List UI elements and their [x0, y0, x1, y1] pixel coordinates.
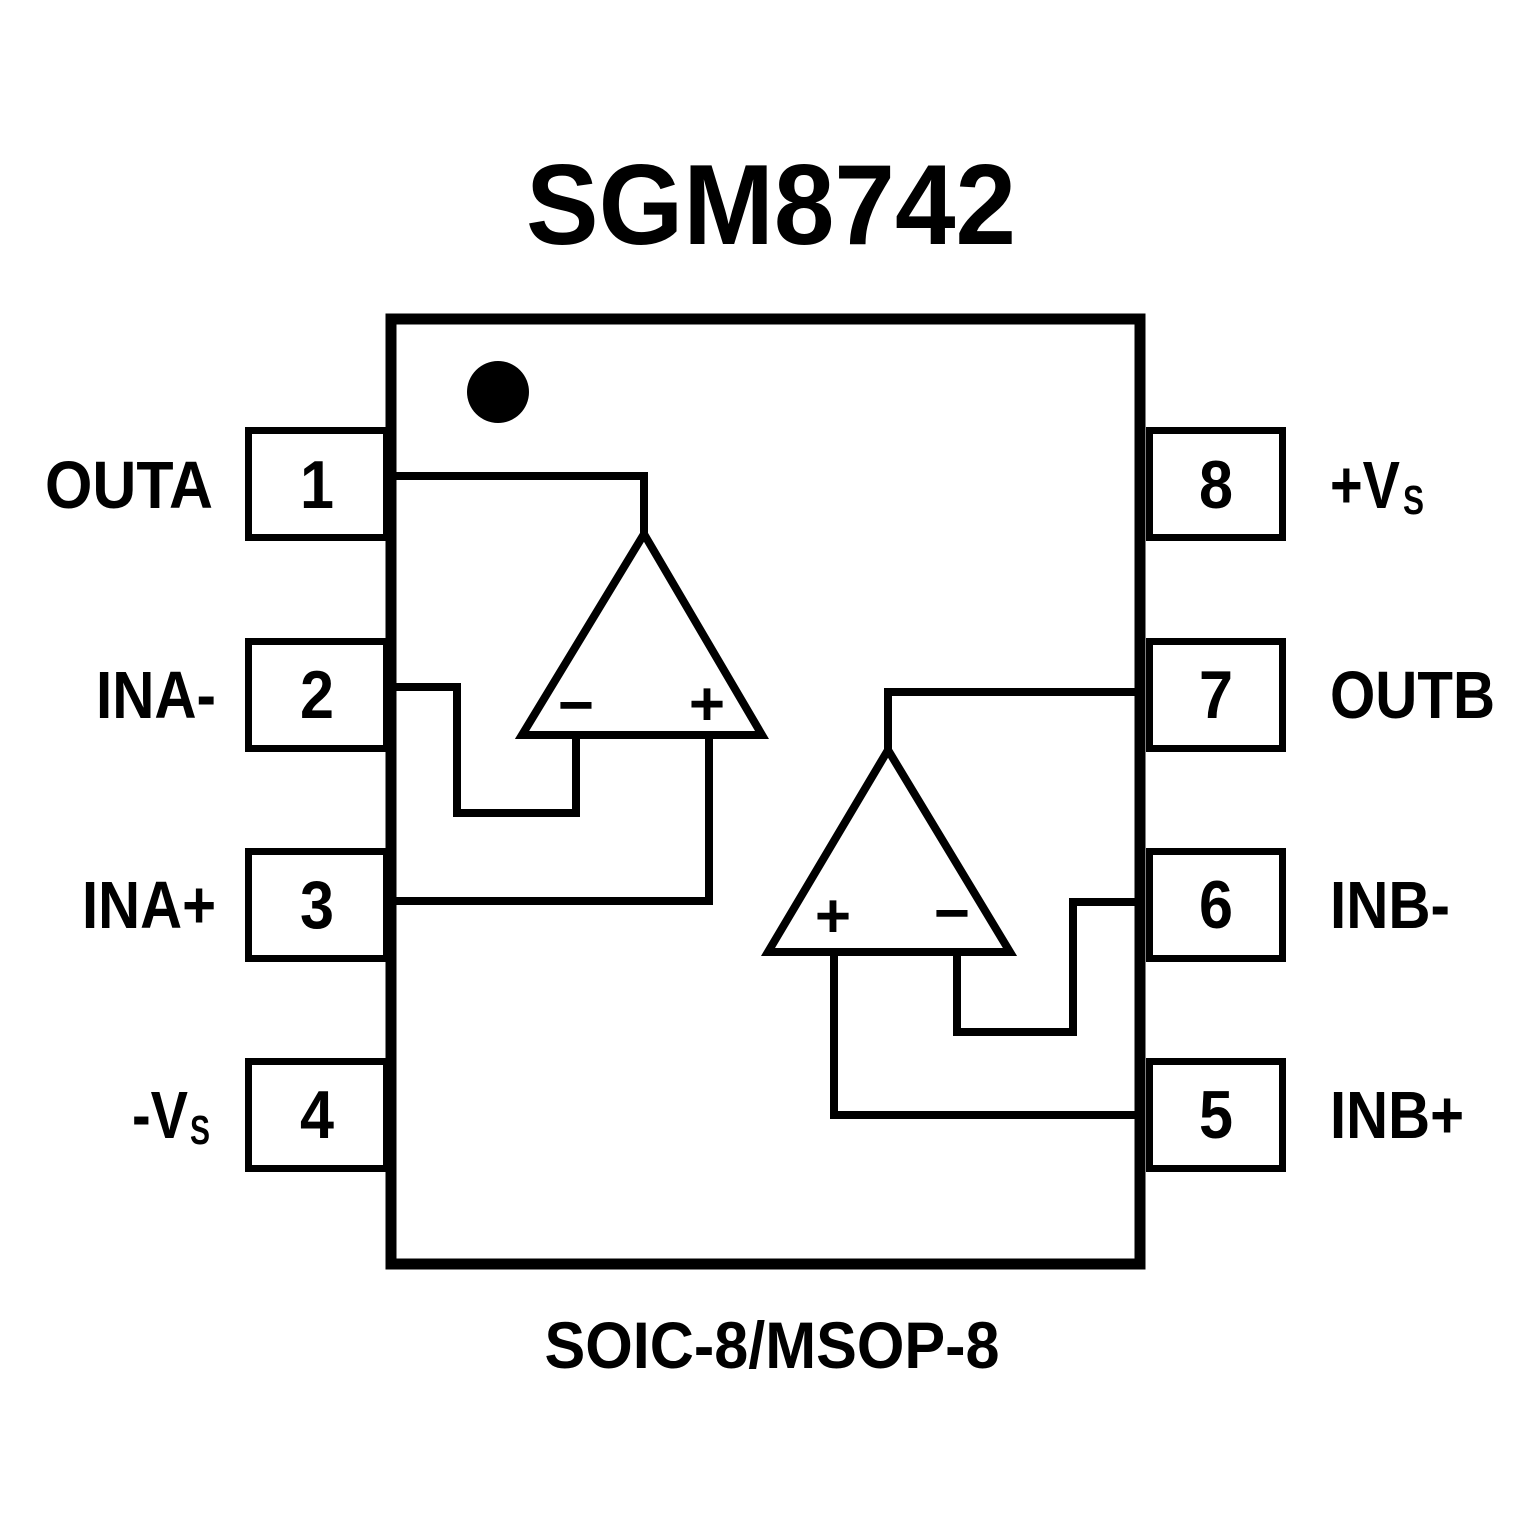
- pin-label-neg-vs: -V: [132, 1078, 188, 1153]
- pin-label-pos-vs: +V: [1330, 448, 1400, 523]
- wire-opamp-a-output-pin1: [392, 472, 648, 540]
- pin-label-pos-vs-subscript: S: [1403, 477, 1424, 523]
- pin-box-3: [245, 848, 390, 962]
- pin-label-outb: OUTB: [1330, 658, 1495, 733]
- opamp-b-plus-sign: +: [815, 882, 851, 951]
- pin-label-inb-minus: INB-: [1330, 868, 1450, 943]
- pin-number-4: 4: [300, 1077, 334, 1153]
- opamp-a-triangle: [514, 526, 769, 739]
- pin-number-1: 1: [300, 447, 334, 523]
- pin-box-6: [1146, 848, 1286, 962]
- wire-opamp-b-output-pin7: [884, 688, 1145, 756]
- wire-opamp-b-noninverting-pin5: [830, 950, 1145, 1119]
- pin-label-ina-plus: INA+: [82, 868, 216, 943]
- pin-number-8: 8: [1199, 447, 1233, 523]
- pin1-indicator-dot: [467, 361, 529, 423]
- wire-opamp-a-inverting-pin2: [392, 683, 580, 817]
- pin-label-ina-minus: INA-: [96, 658, 216, 733]
- pin-label-neg-vs-subscript: S: [190, 1107, 210, 1153]
- pin-box-7: [1146, 638, 1286, 752]
- pin-label-outa: OUTA: [45, 448, 213, 523]
- pin-number-7: 7: [1199, 657, 1233, 733]
- pin-box-5: [1146, 1058, 1286, 1172]
- pin-box-4: [245, 1058, 390, 1172]
- pin-box-1: [245, 427, 390, 541]
- wire-opamp-a-noninverting-pin3: [392, 733, 713, 905]
- pin-box-2: [245, 638, 390, 752]
- pin-label-inb-plus: INB+: [1330, 1078, 1464, 1153]
- package-label: SOIC-8/MSOP-8: [545, 1308, 1000, 1382]
- opamp-a-minus-sign: −: [558, 671, 594, 740]
- pin-box-8: [1146, 427, 1286, 541]
- pin-number-6: 6: [1199, 867, 1233, 943]
- ic-body: [385, 313, 1146, 1270]
- pin-number-2: 2: [300, 657, 334, 733]
- opamp-a-plus-sign: +: [689, 670, 725, 739]
- wire-opamp-b-inverting-pin6: [953, 898, 1145, 1036]
- pin-number-3: 3: [300, 867, 334, 943]
- opamp-b-minus-sign: −: [934, 879, 970, 948]
- pin-number-5: 5: [1199, 1077, 1233, 1153]
- chip-title: SGM8742: [526, 142, 1016, 269]
- opamp-b-triangle: [760, 742, 1018, 956]
